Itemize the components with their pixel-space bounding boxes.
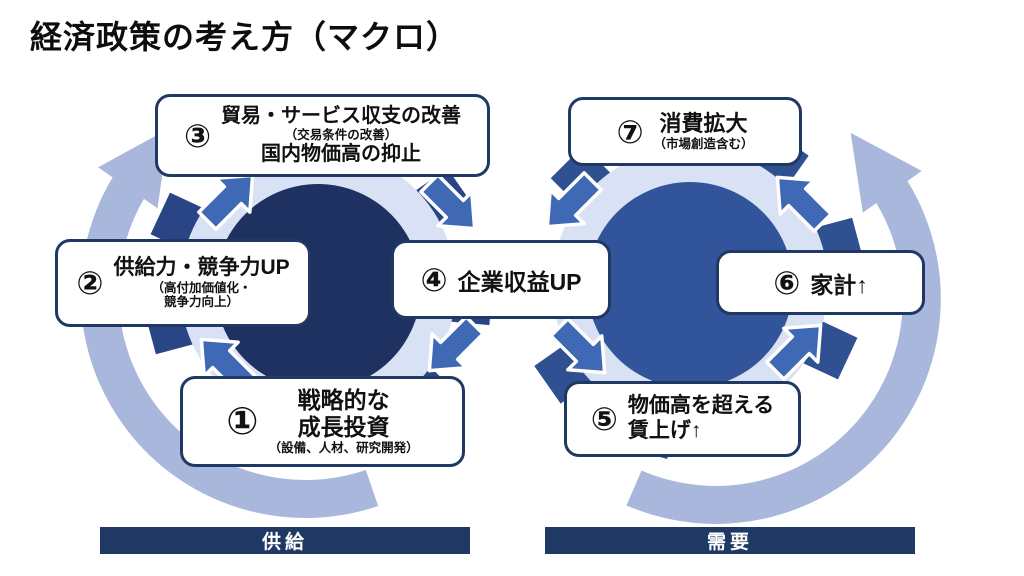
step-text-trade-balance: 貿易・サービス収支の改善 （交易条件の改善） 国内物価高の抑止 bbox=[221, 105, 461, 167]
step-text-consumption: 消費拡大 （市場創造含む） bbox=[654, 111, 754, 152]
step-box-trade-balance: ③ 貿易・サービス収支の改善 （交易条件の改善） 国内物価高の抑止 bbox=[155, 94, 490, 177]
demand-label-bar: 需要 bbox=[545, 527, 915, 554]
step-line: 消費拡大 bbox=[659, 111, 748, 137]
step-number-5: ⑤ bbox=[590, 401, 618, 437]
step-note: （市場創造含む） bbox=[653, 137, 754, 152]
step-note: 競争力向上） bbox=[164, 295, 240, 310]
step-number-4: ④ bbox=[420, 261, 448, 298]
step-text-supply-power: 供給力・競争力UP （高付加価値化・ 競争力向上） bbox=[113, 256, 289, 310]
page-title: 経済政策の考え方（マクロ） bbox=[30, 19, 460, 55]
step-note: （交易条件の改善） bbox=[284, 128, 398, 143]
demand-label: 需要 bbox=[706, 532, 753, 553]
step-text-wage-increase: 物価高を超える 賃上げ↑ bbox=[628, 394, 774, 444]
step-line: 供給力・競争力UP bbox=[113, 255, 290, 279]
step-box-corporate-profit: ④ 企業収益UP bbox=[391, 240, 611, 319]
step-note: （設備、人材、研究開発） bbox=[268, 441, 419, 456]
demand-gear-core bbox=[587, 182, 793, 388]
step-number-7: ⑦ bbox=[616, 113, 644, 150]
step-line: 物価高を超える bbox=[627, 394, 775, 418]
step-box-consumption: ⑦ 消費拡大 （市場創造含む） bbox=[568, 97, 802, 166]
step-line: 成長投資 bbox=[297, 414, 390, 441]
step-note: （高付加価値化・ bbox=[151, 280, 252, 295]
supply-label: 供給 bbox=[261, 532, 308, 553]
step-text-growth-investment: 戦略的な 成長投資 （設備、人材、研究開発） bbox=[269, 387, 419, 456]
step-line: 家計↑ bbox=[810, 271, 868, 298]
step-line: 貿易・サービス収支の改善 bbox=[221, 104, 462, 127]
step-line: 戦略的な bbox=[297, 387, 390, 413]
supply-gear-core bbox=[215, 184, 421, 390]
supply-label-bar: 供給 bbox=[100, 527, 470, 554]
step-box-household: ⑥ 家計↑ bbox=[716, 250, 925, 315]
step-number-1: ① bbox=[226, 401, 259, 443]
step-box-growth-investment: ① 戦略的な 成長投資 （設備、人材、研究開発） bbox=[180, 376, 465, 467]
step-box-supply-power: ② 供給力・競争力UP （高付加価値化・ 競争力向上） bbox=[55, 239, 311, 327]
step-number-3: ③ bbox=[183, 117, 212, 154]
step-line: 企業収益UP bbox=[457, 268, 582, 295]
step-line: 国内物価高の抑止 bbox=[261, 142, 422, 165]
step-line: 賃上げ↑ bbox=[627, 419, 702, 442]
step-number-6: ⑥ bbox=[773, 264, 801, 301]
step-box-wage-increase: ⑤ 物価高を超える 賃上げ↑ bbox=[564, 381, 801, 457]
step-number-2: ② bbox=[76, 265, 104, 301]
